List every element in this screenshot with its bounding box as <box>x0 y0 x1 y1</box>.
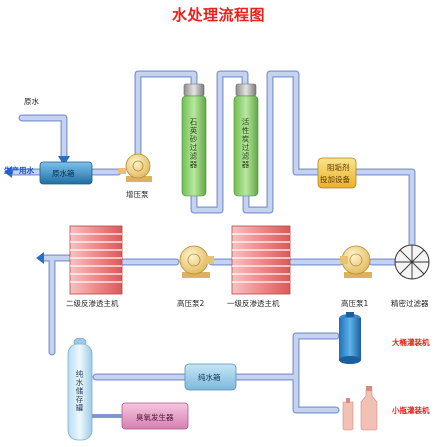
flow-arrows <box>4 156 70 264</box>
booster-pump <box>118 153 152 182</box>
diagram-title: 水处理流程图 <box>171 6 265 24</box>
precision-filter <box>394 244 430 280</box>
primary-ro-label: 一级反渗透主机 <box>227 299 280 308</box>
raw-water-tank-label: 原水箱 <box>52 169 75 178</box>
pure-water-storage-column <box>67 337 93 441</box>
arrow-into-raw-tank <box>58 156 70 166</box>
ozone-generator-label: 臭氧发生器 <box>136 413 174 422</box>
raw-water-label: 原水 <box>24 97 39 106</box>
booster-pump-label: 增压泵 <box>126 190 149 199</box>
pure-water-tank <box>184 363 237 391</box>
pure-water-tank-label: 纯水箱 <box>198 373 221 382</box>
quartz-sand-filter <box>181 83 207 197</box>
small-bottles <box>342 386 378 431</box>
raw-water-tank <box>39 161 93 185</box>
hp-pump-1-label: 高压泵1 <box>341 299 369 308</box>
large-bottle <box>339 312 361 364</box>
arrow-final-out <box>36 252 44 264</box>
precision-filter-label: 精密过滤器 <box>391 299 429 308</box>
scale-inhibitor-label-1: 阻垢剂 <box>327 163 350 172</box>
carbon-filter-label: 活性炭过滤器 <box>241 118 250 169</box>
scale-inhibitor-doser <box>317 157 357 189</box>
scale-inhibitor-label-2: 投加设备 <box>320 175 350 184</box>
secondary-ro-label: 二级反渗透主机 <box>66 299 119 308</box>
pipe-network <box>8 70 416 414</box>
activated-carbon-filter <box>233 83 259 197</box>
large-bottle-filling-label: 大桶灌装机 <box>392 338 430 347</box>
arrow-domestic-out <box>4 166 12 178</box>
secondary-ro-unit <box>69 225 123 295</box>
water-tank-column-label: 纯水储存罐 <box>75 370 84 413</box>
high-pressure-pump-2 <box>179 245 214 278</box>
ozone-generator <box>92 402 189 430</box>
quartz-filter-label: 石英砂过滤器 <box>189 118 198 169</box>
primary-ro-unit <box>231 225 291 295</box>
hp-pump-2-label: 高压泵2 <box>177 299 205 308</box>
domestic-water-label: 生产用水 <box>4 166 34 175</box>
high-pressure-pump-1 <box>340 245 372 278</box>
small-bottle-filling-label: 小瓶灌装机 <box>392 406 430 415</box>
